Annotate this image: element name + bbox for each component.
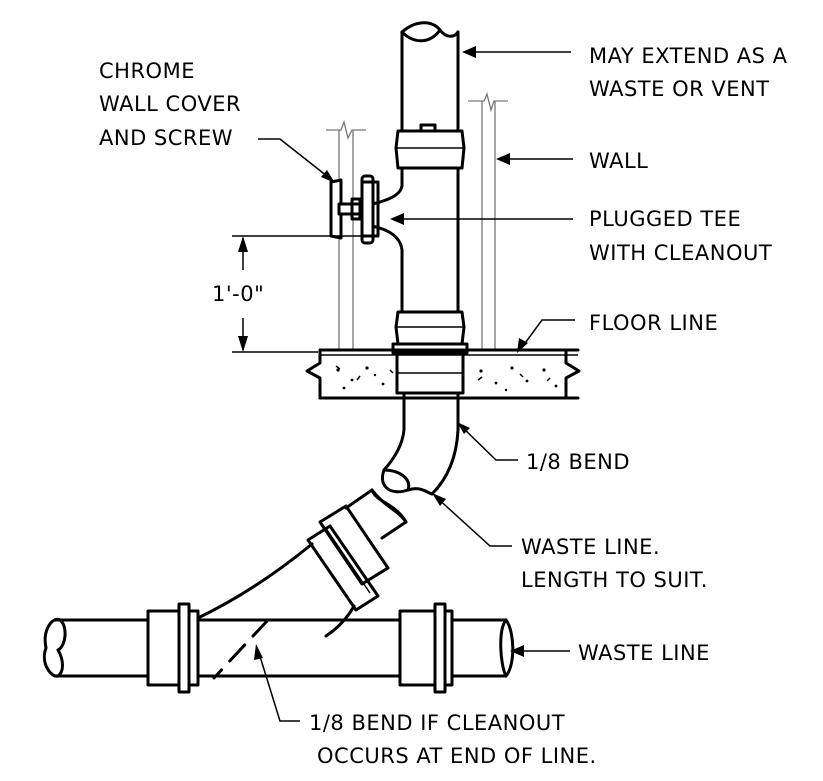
floor-slab — [305, 348, 581, 400]
dimension-1ft: 1'-0" — [212, 235, 362, 353]
floor-line-label: FLOOR LINE — [589, 311, 718, 335]
dimension-label: 1'-0" — [212, 282, 264, 306]
bend-cleanout-line-1: 1/8 BEND IF CLEANOUT — [309, 711, 565, 735]
waste-line-label: WASTE LINE — [578, 641, 710, 665]
waste-line-suit-line-2: LENGTH TO SUIT. — [521, 568, 708, 592]
wall-label: WALL — [589, 149, 648, 173]
diagonal-waste — [196, 488, 408, 680]
may-extend-line-2: WASTE OR VENT — [589, 77, 770, 101]
chrome-cover-line-1: CHROME — [99, 59, 195, 83]
wall-lines — [326, 91, 508, 350]
chrome-wall-cover — [329, 178, 364, 240]
chrome-cover-line-3: AND SCREW — [99, 126, 233, 150]
chrome-cover-line-2: WALL COVER — [99, 92, 241, 116]
bend-cleanout-line-2: OCCURS AT END OF LINE. — [317, 744, 597, 768]
vertical-stack — [360, 21, 469, 395]
plugged-tee-label: PLUGGED TEE WITH CLEANOUT — [589, 207, 772, 265]
may-extend-line-1: MAY EXTEND AS A — [589, 44, 788, 68]
waste-line-suit-label: WASTE LINE. LENGTH TO SUIT. — [521, 535, 708, 592]
eighth-bend-label: 1/8 BEND — [526, 450, 630, 474]
plugged-tee-line-2: WITH CLEANOUT — [589, 241, 772, 265]
horizontal-waste — [43, 602, 515, 694]
eighth-bend-upper — [381, 391, 460, 496]
may-extend-label: MAY EXTEND AS A WASTE OR VENT — [589, 44, 788, 101]
concrete-hatch — [336, 366, 558, 392]
plugged-tee-line-1: PLUGGED TEE — [589, 207, 741, 231]
leader-lines — [254, 46, 575, 722]
bend-cleanout-label: 1/8 BEND IF CLEANOUT OCCURS AT END OF LI… — [309, 711, 597, 768]
chrome-cover-label: CHROME WALL COVER AND SCREW — [99, 59, 241, 150]
waste-line-suit-line-1: WASTE LINE. — [521, 535, 660, 559]
